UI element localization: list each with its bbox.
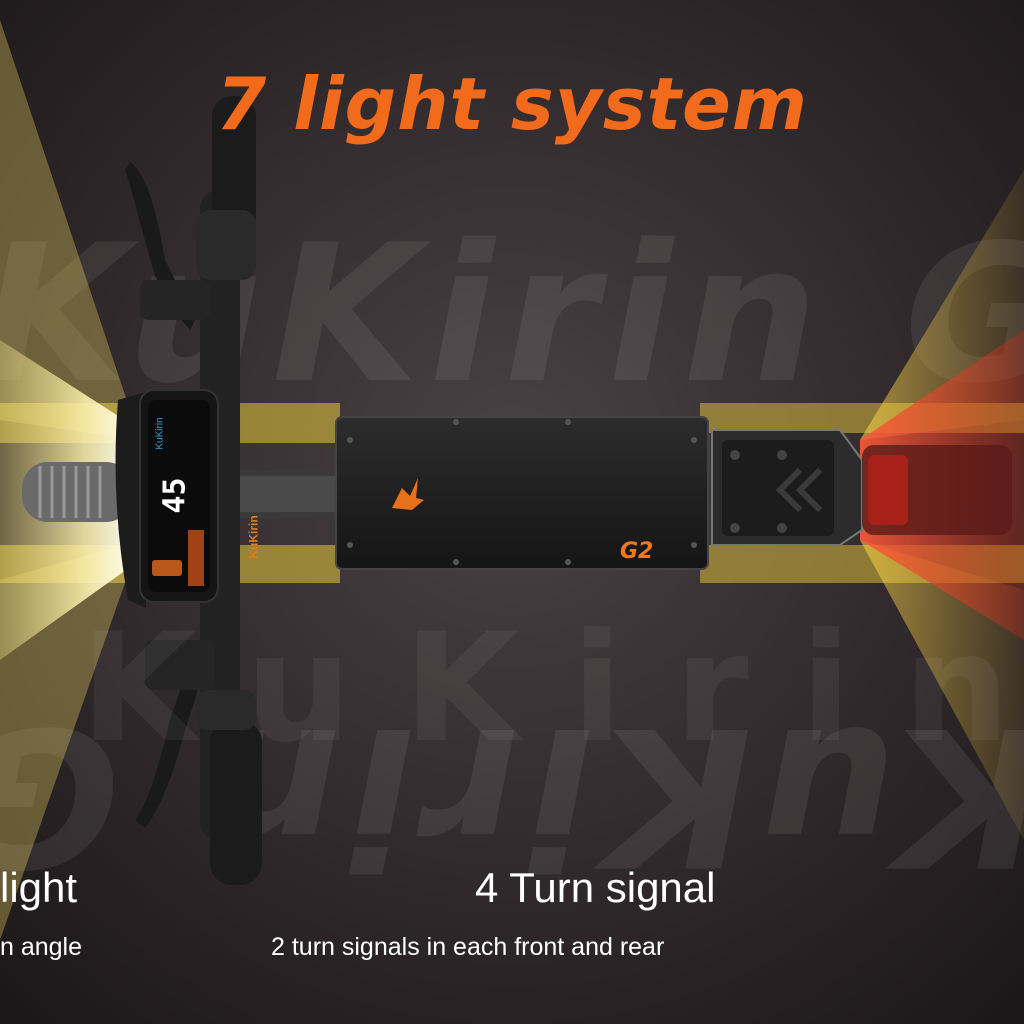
- dashboard-display: [115, 389, 219, 608]
- display-brand: KuKirin: [154, 417, 166, 450]
- front-tire: [22, 462, 132, 522]
- right-caption-subtitle: 2 turn signals in each front and rear: [271, 933, 665, 961]
- headline: 7 light system: [216, 62, 808, 146]
- left-caption-subtitle: n angle: [0, 933, 83, 961]
- stem-watermark-label: KuKirin: [246, 515, 261, 559]
- headlight-beam-upper: [0, 20, 140, 440]
- brake-lever-top: [125, 162, 200, 330]
- right-caption-title: 4 Turn signal: [475, 864, 716, 911]
- headlight-beam-lower: [0, 540, 140, 940]
- kirin-logo-icon: [392, 478, 424, 510]
- display-speed: 45: [157, 477, 193, 514]
- brake-lever-bottom: [135, 680, 200, 828]
- model-badge: G2: [620, 539, 654, 564]
- handlebar: [196, 96, 262, 885]
- deck: [335, 416, 709, 570]
- left-caption-title: light: [0, 864, 78, 911]
- rear-fender: [711, 429, 863, 546]
- taillight: [862, 445, 1012, 535]
